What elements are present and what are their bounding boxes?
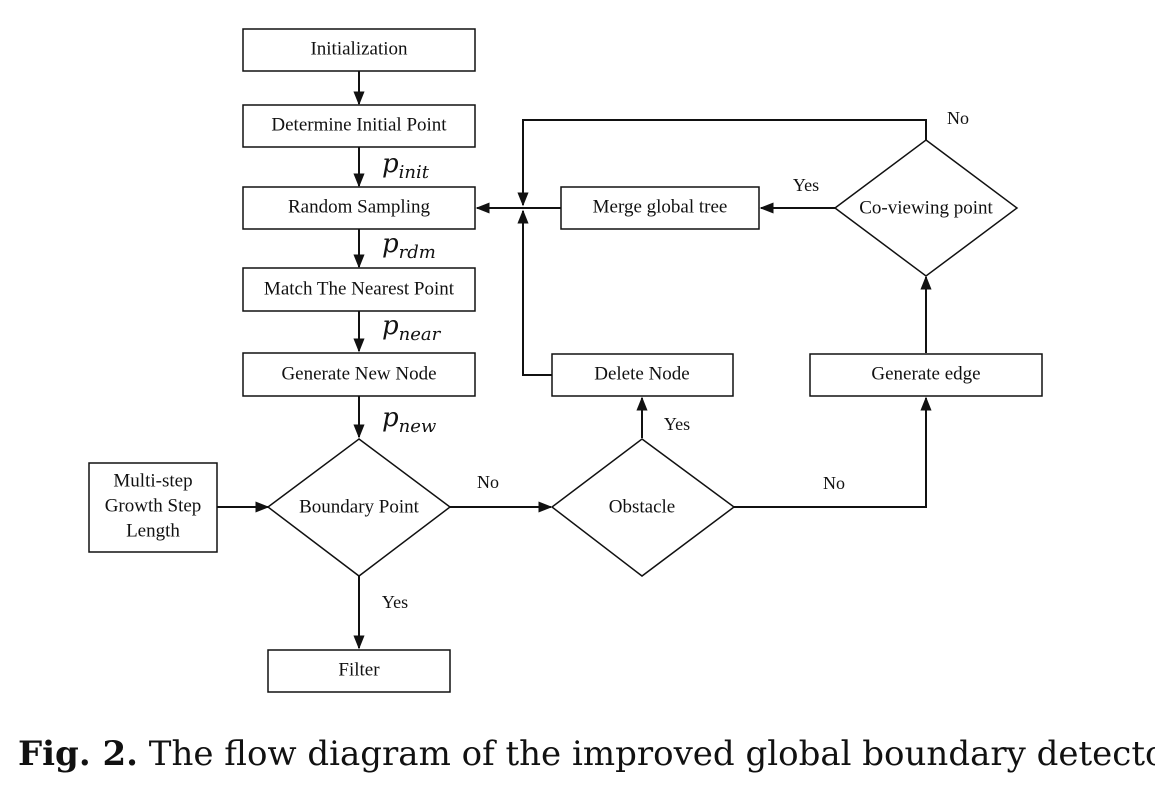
node-random-sampling-label: Random Sampling (288, 196, 430, 217)
node-generate-edge-label: Generate edge (871, 363, 980, 384)
decision-obstacle-label: Obstacle (609, 496, 675, 517)
node-initialization: Initialization (242, 28, 476, 72)
node-delete-node: Delete Node (551, 353, 734, 397)
edge-obstacle-to-edge (734, 396, 932, 508)
figure-caption-label: Fig. 2. (18, 734, 138, 774)
label-obstacle-no: No (823, 473, 845, 493)
var-p-new-sub: new (399, 416, 437, 437)
label-boundary-no: No (477, 472, 499, 492)
node-merge-global-tree-label: Merge global tree (593, 196, 728, 217)
decision-co-viewing-point-label: Co-viewing point (859, 197, 993, 218)
var-p-new-base: p (382, 403, 399, 433)
node-random-sampling: Random Sampling (242, 186, 476, 230)
label-boundary-yes: Yes (382, 592, 408, 612)
node-merge-global-tree: Merge global tree (560, 186, 760, 230)
var-p-new: pnew (382, 403, 437, 437)
node-determine-initial-point: Determine Initial Point (242, 104, 476, 148)
label-obstacle-yes: Yes (664, 414, 690, 434)
node-generate-new-node: Generate New Node (242, 352, 476, 397)
node-multi-step-line-2: Growth Step (105, 495, 202, 516)
flow-diagram: Initialization Determine Initial Point R… (88, 28, 1043, 693)
var-p-init-base: p (382, 149, 399, 179)
node-multi-step-line-1: Multi-step (113, 470, 192, 491)
node-determine-initial-point-label: Determine Initial Point (271, 114, 447, 135)
var-p-init: pinit (382, 149, 430, 183)
edge-coview-no-to-junction (517, 119, 927, 207)
decision-co-viewing-point: Co-viewing point (833, 139, 1019, 277)
node-generate-edge: Generate edge (809, 353, 1043, 397)
decision-boundary-point: Boundary Point (266, 438, 452, 577)
node-match-nearest-point-label: Match The Nearest Point (264, 278, 455, 299)
figure-caption: Fig. 2. The flow diagram of the improved… (18, 734, 1155, 774)
node-filter-label: Filter (338, 659, 380, 680)
var-p-near-base: p (382, 311, 399, 341)
var-p-rdm-sub: rdm (399, 242, 436, 263)
figure-caption-text: The flow diagram of the improved global … (138, 734, 1155, 774)
node-multi-step-growth: Multi-step Growth Step Length (88, 462, 218, 553)
decision-boundary-point-label: Boundary Point (299, 496, 420, 517)
node-initialization-label: Initialization (310, 38, 408, 59)
var-p-near: pnear (382, 311, 442, 345)
label-coview-yes: Yes (793, 175, 819, 195)
label-coview-no: No (947, 108, 969, 128)
node-delete-node-label: Delete Node (594, 363, 689, 384)
var-p-rdm: prdm (382, 229, 436, 263)
var-p-init-sub: init (399, 162, 430, 183)
node-match-nearest-point: Match The Nearest Point (242, 267, 476, 312)
node-filter: Filter (267, 649, 451, 693)
node-multi-step-line-3: Length (126, 520, 180, 541)
edge-delete-to-junction (517, 209, 552, 376)
node-generate-new-node-label: Generate New Node (281, 363, 436, 384)
var-p-rdm-base: p (382, 229, 399, 259)
var-p-near-sub: near (399, 324, 442, 345)
decision-obstacle: Obstacle (550, 438, 736, 577)
